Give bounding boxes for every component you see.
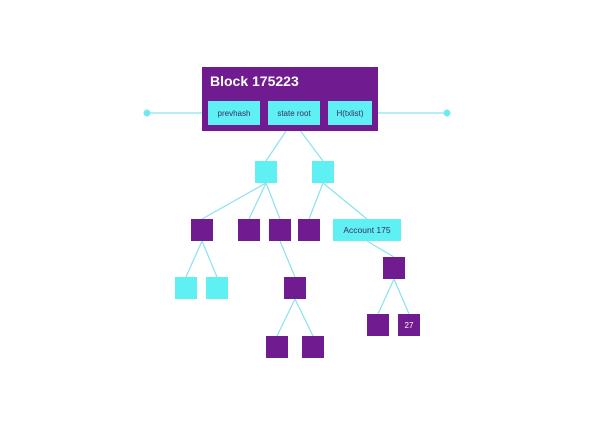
trie-node-purple-4 bbox=[298, 219, 320, 241]
edge-account-storage bbox=[366, 240, 395, 258]
edge-l1a-n3 bbox=[265, 182, 281, 220]
edge-l1a-n1 bbox=[201, 182, 267, 220]
block-header: Block 175223 prevhash state root H(txlis… bbox=[202, 67, 378, 131]
trie-leaf-cyan-2 bbox=[206, 277, 228, 299]
storage-value-box bbox=[398, 314, 420, 336]
field-txlist-box bbox=[328, 101, 372, 125]
trie-node-purple-3 bbox=[269, 219, 291, 241]
storage-node bbox=[383, 257, 405, 279]
field-prevhash-box bbox=[208, 101, 260, 125]
field-prevhash: prevhash bbox=[218, 109, 251, 118]
edge-storage-leaf5 bbox=[377, 278, 395, 315]
trie-node-cyan-2 bbox=[312, 161, 334, 183]
account-node: Account 175 bbox=[333, 219, 401, 241]
field-state-root-box bbox=[268, 101, 320, 125]
edge-n3-l3 bbox=[279, 240, 296, 278]
trie-leaf-purple-2 bbox=[302, 336, 324, 358]
field-txlist: H(txlist) bbox=[336, 109, 363, 118]
edge-l3-leaf4 bbox=[294, 298, 314, 337]
field-state-root: state root bbox=[277, 109, 311, 118]
trie-node-purple-2 bbox=[238, 219, 260, 241]
edge-l1b-account bbox=[322, 182, 368, 220]
block-title: Block 175223 bbox=[210, 73, 299, 89]
account-box bbox=[333, 219, 401, 241]
storage-value-node: 27 bbox=[398, 314, 420, 336]
trie-node-purple-1 bbox=[191, 219, 213, 241]
chain-dot-left bbox=[143, 109, 151, 117]
trie-leaf-purple-1 bbox=[266, 336, 288, 358]
storage-value: 27 bbox=[405, 321, 414, 330]
edge-l1a-n2 bbox=[248, 182, 267, 220]
edge-l3-leaf3 bbox=[276, 298, 296, 337]
trie-node-purple-5 bbox=[284, 277, 306, 299]
chain-dot-right bbox=[443, 109, 451, 117]
storage-leaf-1 bbox=[367, 314, 389, 336]
edge-n1-leaf1 bbox=[185, 240, 203, 278]
account-label: Account 175 bbox=[343, 225, 391, 235]
edge-l1b-n4 bbox=[308, 182, 324, 220]
connector-lines bbox=[147, 112, 447, 337]
trie-node-cyan-1 bbox=[255, 161, 277, 183]
edge-n1-leaf2 bbox=[201, 240, 218, 278]
trie-leaf-cyan-1 bbox=[175, 277, 197, 299]
edge-storage-value bbox=[393, 278, 410, 315]
